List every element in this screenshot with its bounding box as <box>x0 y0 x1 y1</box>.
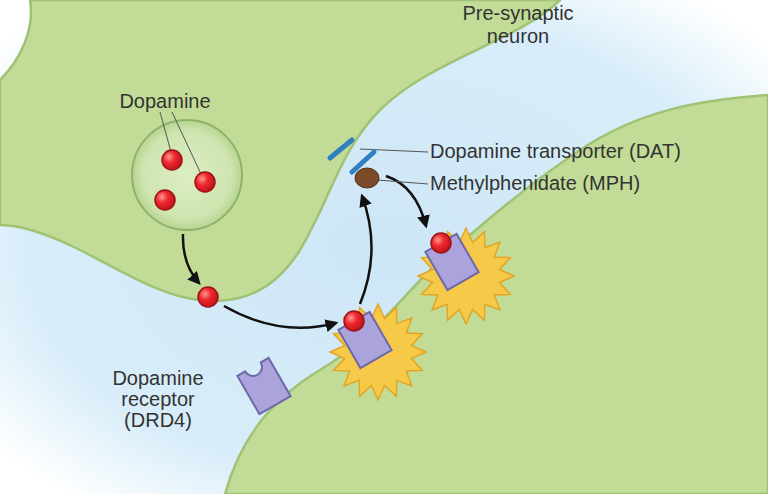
receptor-bound <box>425 234 478 290</box>
transporter-bar <box>330 140 352 158</box>
callout-label: Dopamine transporter (DAT) <box>430 140 766 163</box>
node-outline <box>130 118 244 232</box>
dopamine-molecule <box>162 150 182 170</box>
activation-burst <box>330 304 426 400</box>
dopamine-molecule <box>155 190 175 210</box>
vesicle-outline <box>132 120 242 230</box>
node-label: Dopamine <box>105 90 225 113</box>
receptor-empty <box>237 358 290 414</box>
release-arrow <box>183 234 199 283</box>
diffusion-arrow <box>224 306 336 328</box>
activation-burst <box>418 228 514 324</box>
receptor-label: Dopamine receptor (DRD4) <box>108 368 208 431</box>
reuptake-arrow <box>360 196 372 304</box>
dopamine-molecule <box>195 172 215 192</box>
blocked-arrow <box>386 176 426 226</box>
dopamine-molecule <box>344 311 364 331</box>
leader-line <box>172 112 201 174</box>
dopamine-molecule <box>431 233 451 253</box>
leader-line <box>160 112 171 152</box>
transporter-bar <box>352 152 374 172</box>
synaptic-vesicle: Dopamine <box>130 118 244 232</box>
leader-line <box>360 149 428 152</box>
node-label: Pre-synaptic neuron <box>453 2 583 48</box>
dopamine-molecule <box>198 287 218 307</box>
leader-line <box>377 180 428 184</box>
receptor-bound <box>338 312 391 368</box>
callout-label: Methylphenidate (MPH) <box>430 172 766 195</box>
methylphenidate-blob <box>355 168 379 188</box>
